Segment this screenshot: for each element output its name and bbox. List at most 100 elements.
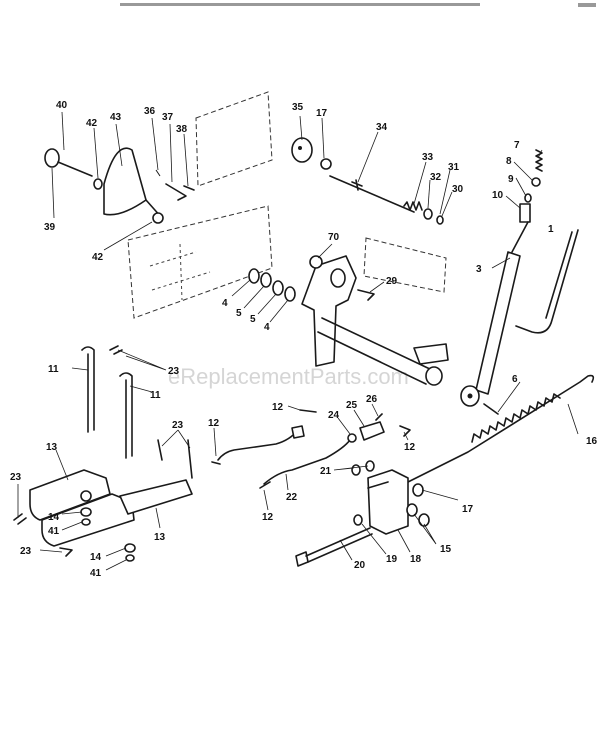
- clip-29: [357, 289, 375, 301]
- frame-ghost-lines: [149, 243, 211, 301]
- leader-20: [339, 539, 353, 561]
- clip-12-right: [399, 425, 411, 437]
- leader-23d: [39, 549, 63, 553]
- leader-24: [337, 417, 351, 435]
- lift-handle-knob: [44, 148, 103, 190]
- spring-16-coil: [471, 393, 561, 443]
- clip-37: [165, 183, 187, 201]
- callout-22: 22: [286, 492, 298, 503]
- pin-12-left: [211, 461, 221, 465]
- arm-13-upper-plate: [29, 469, 111, 521]
- callout-30: 30: [452, 184, 464, 195]
- leader-33: [413, 161, 427, 205]
- lever-3-hole: [467, 393, 473, 399]
- callout-7: 7: [514, 140, 520, 151]
- spring-16: [407, 374, 595, 483]
- washers-4-5: [248, 268, 296, 302]
- clip-23-left: [13, 513, 27, 525]
- leader-32: [427, 179, 431, 209]
- callout-4-a: 4: [222, 298, 228, 309]
- callout-15: 15: [440, 544, 452, 555]
- leader-41a: [61, 521, 83, 531]
- leader-38: [183, 133, 189, 187]
- callout-40: 40: [56, 100, 68, 111]
- callout-23-a: 23: [168, 366, 180, 377]
- washer-14a: [80, 507, 92, 517]
- leader-17b: [421, 489, 459, 501]
- callout-17-b: 17: [462, 504, 474, 515]
- callout-12-d: 12: [262, 512, 274, 523]
- arm-13-right: [119, 479, 193, 515]
- leader-22: [285, 473, 289, 491]
- callout-24: 24: [328, 410, 340, 421]
- bracket-18-plate: [367, 469, 409, 535]
- washer-4a: [248, 268, 260, 284]
- knob-39: [44, 148, 60, 168]
- cropped-header-line: [120, 3, 480, 6]
- crank-hub: [330, 268, 346, 288]
- leader-39: [51, 167, 55, 219]
- callout-38: 38: [176, 124, 188, 135]
- leader-12b: [287, 405, 301, 411]
- leader-31: [439, 169, 451, 215]
- nut-17-upper: [320, 158, 332, 170]
- leader-11a: [71, 367, 89, 371]
- leader-13b: [155, 507, 161, 529]
- disc-35-hole: [298, 146, 302, 150]
- callout-19: 19: [386, 554, 398, 565]
- leader-10: [505, 195, 521, 209]
- nut-21a: [351, 464, 361, 476]
- callout-37: 37: [162, 112, 174, 123]
- leader-21: [333, 465, 369, 471]
- leader-6: [497, 381, 521, 413]
- leader-17a: [321, 117, 325, 159]
- callout-12-b: 12: [272, 402, 284, 413]
- callout-11-b: 11: [150, 390, 161, 401]
- main-shaft: [317, 317, 449, 386]
- washer-8: [531, 177, 541, 187]
- lever-3-body: [475, 251, 521, 395]
- leader-34: [357, 131, 379, 183]
- shaft-top: [321, 317, 433, 371]
- leader-8: [513, 161, 533, 181]
- leader-23a: [117, 349, 167, 371]
- leader-15: [413, 513, 437, 545]
- nut-17-lower: [412, 483, 424, 497]
- bolt-20: [295, 527, 373, 567]
- callout-5-a: 5: [236, 308, 242, 319]
- rod-1: [515, 229, 579, 334]
- leader-29: [369, 281, 385, 293]
- leader-26: [371, 403, 379, 417]
- arm-13-upper-hole: [80, 490, 92, 502]
- callout-8: 8: [506, 156, 512, 167]
- washer-19: [353, 514, 363, 526]
- leader-19: [361, 523, 387, 555]
- knob-shaft: [57, 161, 93, 177]
- leader-5b: [257, 293, 277, 315]
- frame-panel-upper: [195, 91, 273, 187]
- hanger-11-left: [81, 346, 95, 433]
- callout-36: 36: [144, 106, 156, 117]
- arm-13-upper: [29, 469, 111, 521]
- spring-33-coil: [403, 201, 423, 211]
- shaft-bottom: [317, 331, 427, 385]
- leader-4b: [269, 299, 289, 323]
- washer-42-lower: [152, 212, 164, 224]
- clip-23-bottom: [59, 547, 73, 557]
- pin-38: [183, 185, 195, 191]
- leader-9: [515, 177, 527, 197]
- leader-11b: [129, 385, 153, 393]
- nut-24: [347, 433, 357, 443]
- callout-3: 3: [476, 264, 482, 275]
- callout-35: 35: [292, 102, 304, 113]
- callout-12-a: 12: [208, 418, 220, 429]
- link-22: [259, 439, 351, 489]
- leader-5a: [243, 285, 265, 309]
- callout-5-b: 5: [250, 314, 256, 325]
- block-24-26: [347, 413, 411, 443]
- callout-10: 10: [492, 190, 504, 201]
- crank-plate: [301, 255, 357, 367]
- washer-42-upper: [93, 178, 103, 190]
- leader-16: [567, 403, 579, 435]
